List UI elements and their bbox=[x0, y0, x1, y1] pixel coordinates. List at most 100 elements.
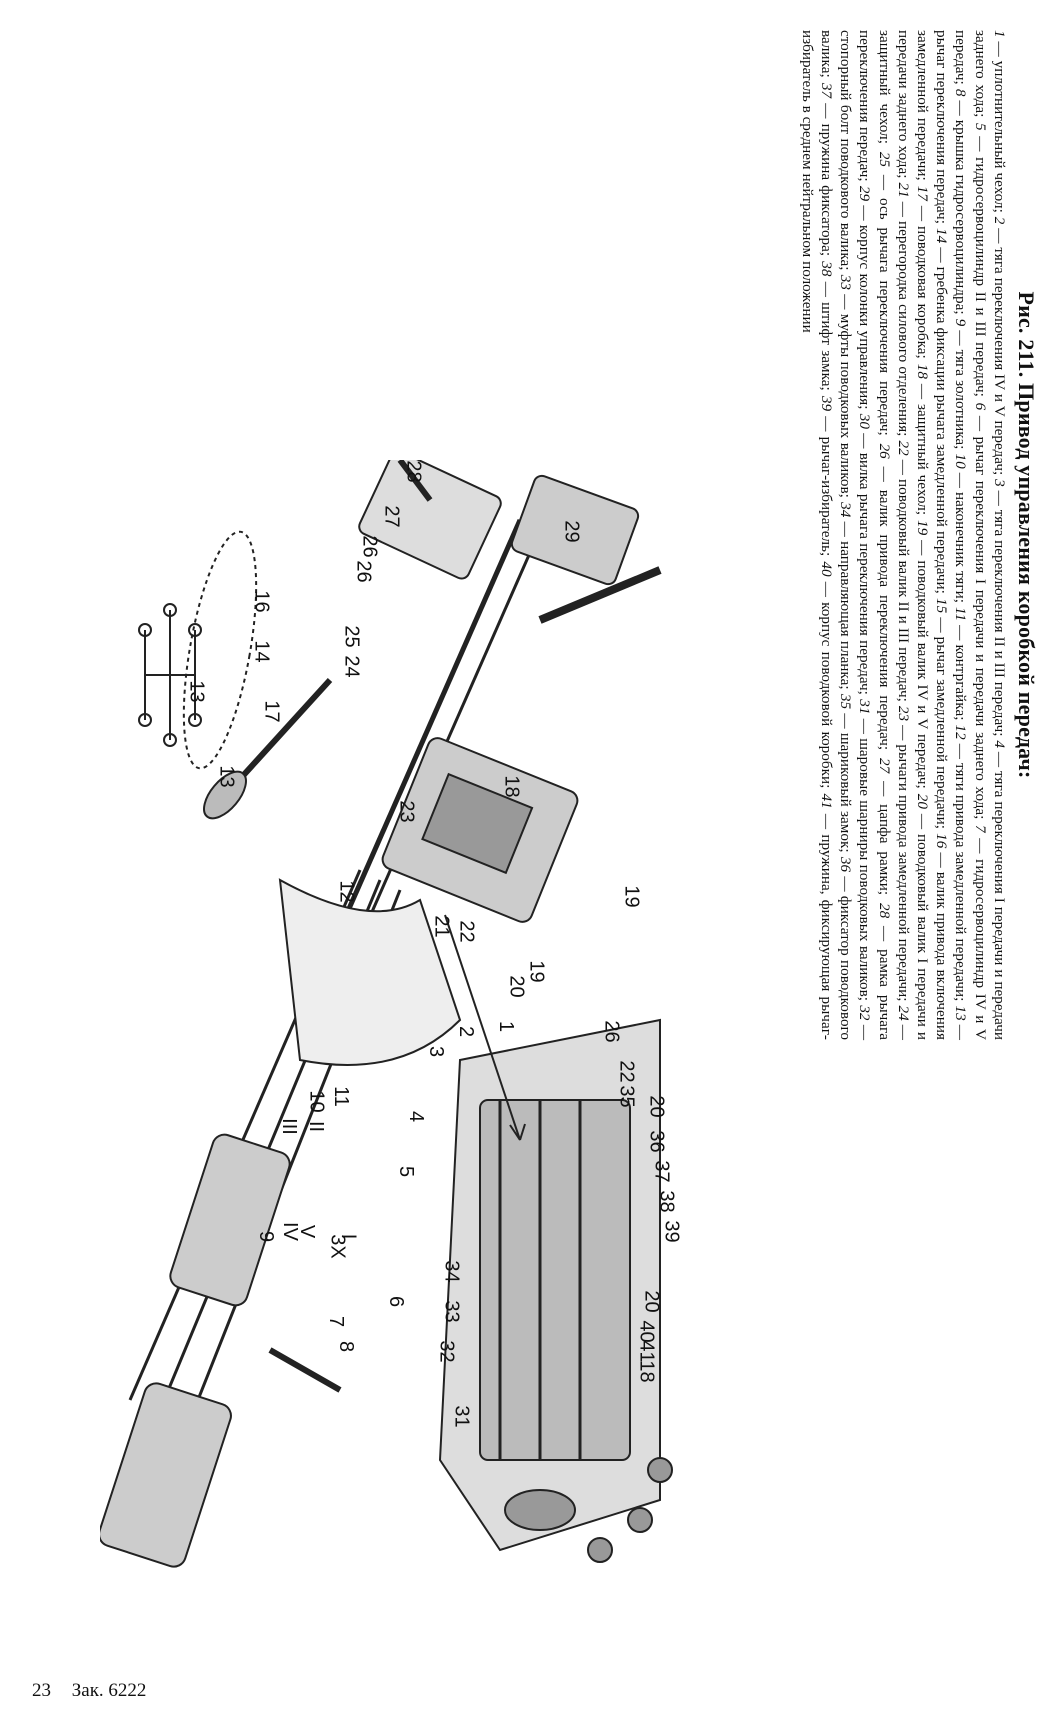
legend-item: 35 — шариковый замок; bbox=[837, 694, 854, 857]
legend-item-number: 26 bbox=[875, 443, 893, 459]
legend-item-number: 3 bbox=[990, 479, 1008, 487]
legend-item-text: — защитный чехол; bbox=[913, 378, 931, 521]
callout-38: 38 bbox=[655, 1190, 678, 1213]
legend-item: 30 — вилка рычага переключения передач; bbox=[856, 414, 873, 699]
order-number: Зак. 6222 bbox=[71, 1680, 147, 1701]
legend-item-number: 21 bbox=[894, 182, 912, 198]
legend-item: 23 — рычаги привода замедленной передачи… bbox=[895, 706, 912, 1006]
callout-27: 26 bbox=[358, 535, 381, 558]
callout-31: 31 bbox=[450, 1405, 473, 1428]
callout-9: 9 bbox=[255, 1230, 278, 1243]
legend-item: 33 — муфты поводковых валиков; bbox=[837, 275, 854, 502]
legend-item-number: 17 bbox=[913, 185, 931, 201]
legend-item: 11 — контргайка; bbox=[952, 607, 969, 724]
callout-37: 37 bbox=[650, 1160, 673, 1183]
legend-item-number: 25 bbox=[875, 151, 893, 168]
legend-item-number: 7 bbox=[971, 825, 989, 833]
legend-item: 37 — пружина фиксатора; bbox=[818, 83, 835, 261]
legend-item: 38 — штифт замка; bbox=[818, 261, 835, 396]
callout-12: 12 bbox=[335, 880, 358, 903]
legend-item-text: — тяги привода замедленной передачи; bbox=[952, 739, 970, 1006]
callout-4: 4 bbox=[405, 1110, 428, 1123]
callout-22b: 22 bbox=[615, 1060, 638, 1083]
callout-1: 1 bbox=[495, 1020, 518, 1033]
legend-item: 3 — тяга переключения II и III передач; bbox=[991, 479, 1008, 740]
legend-item-text: — пружина фиксатора; bbox=[817, 98, 835, 262]
legend-item: 34 — направляющая планка; bbox=[837, 502, 854, 694]
callout-2: 2 bbox=[455, 1025, 478, 1038]
legend-item-number: 28 bbox=[875, 902, 893, 919]
legend-item-text: — рычаг переключения I передачи и переда… bbox=[971, 410, 989, 826]
callout-II: II bbox=[305, 1120, 328, 1133]
legend-item-number: 14 bbox=[933, 228, 951, 244]
callout-10: 10 bbox=[305, 1090, 328, 1113]
figure-label: Рис. 211. bbox=[1014, 291, 1039, 378]
callout-30: 29 bbox=[560, 520, 583, 543]
legend-item-text: — гидросервоцилиндр II и III передач; bbox=[971, 130, 989, 403]
legend-item: 19 — поводковый валик IV и V передач; bbox=[914, 520, 931, 794]
callout-28: 27 bbox=[380, 505, 403, 528]
legend-item-number: 11 bbox=[952, 607, 970, 622]
callout-23: 23 bbox=[395, 800, 418, 823]
callout-20b: 20 bbox=[640, 1290, 663, 1313]
legend-item-number: 13 bbox=[952, 1005, 970, 1021]
legend-item-text: — штифт замка; bbox=[817, 276, 835, 396]
figure-caption-container: Рис. 211. Привод управления коробкой пер… bbox=[640, 30, 1040, 1040]
callout-21: 21 bbox=[430, 915, 453, 938]
figure-title: Рис. 211. Привод управления коробкой пер… bbox=[1014, 30, 1039, 1040]
legend-item-number: 4 bbox=[990, 740, 1008, 748]
callout-V: V bbox=[296, 1224, 319, 1239]
legend-item-number: 33 bbox=[837, 274, 855, 290]
callout-8: 8 bbox=[335, 1340, 358, 1353]
legend-item-number: 16 bbox=[933, 833, 951, 849]
callout-III: III bbox=[277, 1118, 300, 1135]
legend-item-number: 29 bbox=[856, 185, 874, 202]
callout-29: 28 bbox=[402, 460, 425, 483]
legend-item-text: — уплотнительный чехол; bbox=[990, 37, 1008, 217]
legend-item: 21 — перегородка силового отделения; bbox=[895, 183, 912, 441]
legend-item: 5 — гидросервоцилиндр II и III передач; bbox=[972, 123, 989, 403]
legend-item-text: — вилка рычага переключения передач; bbox=[856, 428, 874, 700]
callout-34: 34 bbox=[440, 1260, 463, 1283]
callout-3: 3 bbox=[425, 1045, 448, 1058]
callout-11: 11 bbox=[329, 1086, 352, 1107]
callout-5: 5 bbox=[395, 1165, 418, 1178]
legend-item-text: — направляющая планка; bbox=[837, 517, 855, 694]
callout-17: 18 bbox=[500, 775, 523, 798]
legend-item-text: — рычаги привода замедленной передачи; bbox=[894, 721, 912, 1006]
legend-item-number: 24 bbox=[894, 1005, 912, 1021]
page-number: 23 bbox=[32, 1680, 51, 1701]
legend-item-number: 39 bbox=[817, 395, 835, 412]
legend-item-number: 19 bbox=[913, 520, 931, 536]
mechanism-illustration bbox=[98, 450, 673, 1568]
legend-item: 27 — цапфа рамки; bbox=[876, 758, 893, 903]
legend-item-number: 34 bbox=[837, 502, 855, 518]
callout-16: 17 bbox=[260, 700, 283, 723]
legend-item: 15 — рычаг замедленной передачи; bbox=[933, 598, 950, 833]
callout-18b: 18 bbox=[635, 1360, 658, 1383]
callout-14: 14 bbox=[250, 640, 273, 663]
legend-item-number: 18 bbox=[913, 363, 931, 379]
legend-item: 26 — валик привода переключения передач; bbox=[876, 444, 893, 758]
callout-26b: 26 bbox=[600, 1020, 623, 1043]
legend-item-text: — поводковая коробка; bbox=[913, 200, 931, 364]
legend-item: 2 — тяга переключения IV и V передач; bbox=[991, 217, 1008, 479]
callout-7: 7 bbox=[325, 1315, 348, 1328]
legend-item: 18 — защитный чехол; bbox=[914, 364, 931, 520]
legend-item: 1 — уплотнительный чехол; bbox=[991, 30, 1008, 217]
figure-legend: 1 — уплотнительный чехол; 2 — тяга перек… bbox=[798, 30, 1009, 1040]
legend-item: 6 — рычаг переключения I передачи и пере… bbox=[972, 403, 989, 825]
legend-item-text: — ось рычага переключения передач; bbox=[875, 167, 893, 444]
callout-3X: 3X bbox=[326, 1234, 349, 1259]
legend-item-number: 32 bbox=[856, 1005, 874, 1021]
legend-item-text: — тяга переключения II и III передач; bbox=[990, 486, 1008, 741]
legend-item-text: — поводковый валик II и III передач; bbox=[894, 455, 912, 706]
legend-item-text: — гребенка фиксации рычага замедленной п… bbox=[933, 243, 951, 599]
page-footer: 23 Зак. 6222 bbox=[32, 1680, 146, 1702]
legend-item-number: 37 bbox=[817, 82, 835, 99]
callout-33: 33 bbox=[440, 1300, 463, 1323]
callout-35: 35 bbox=[615, 1085, 638, 1108]
legend-item-number: 30 bbox=[856, 413, 874, 429]
callout-19b: 20 bbox=[645, 1095, 668, 1118]
